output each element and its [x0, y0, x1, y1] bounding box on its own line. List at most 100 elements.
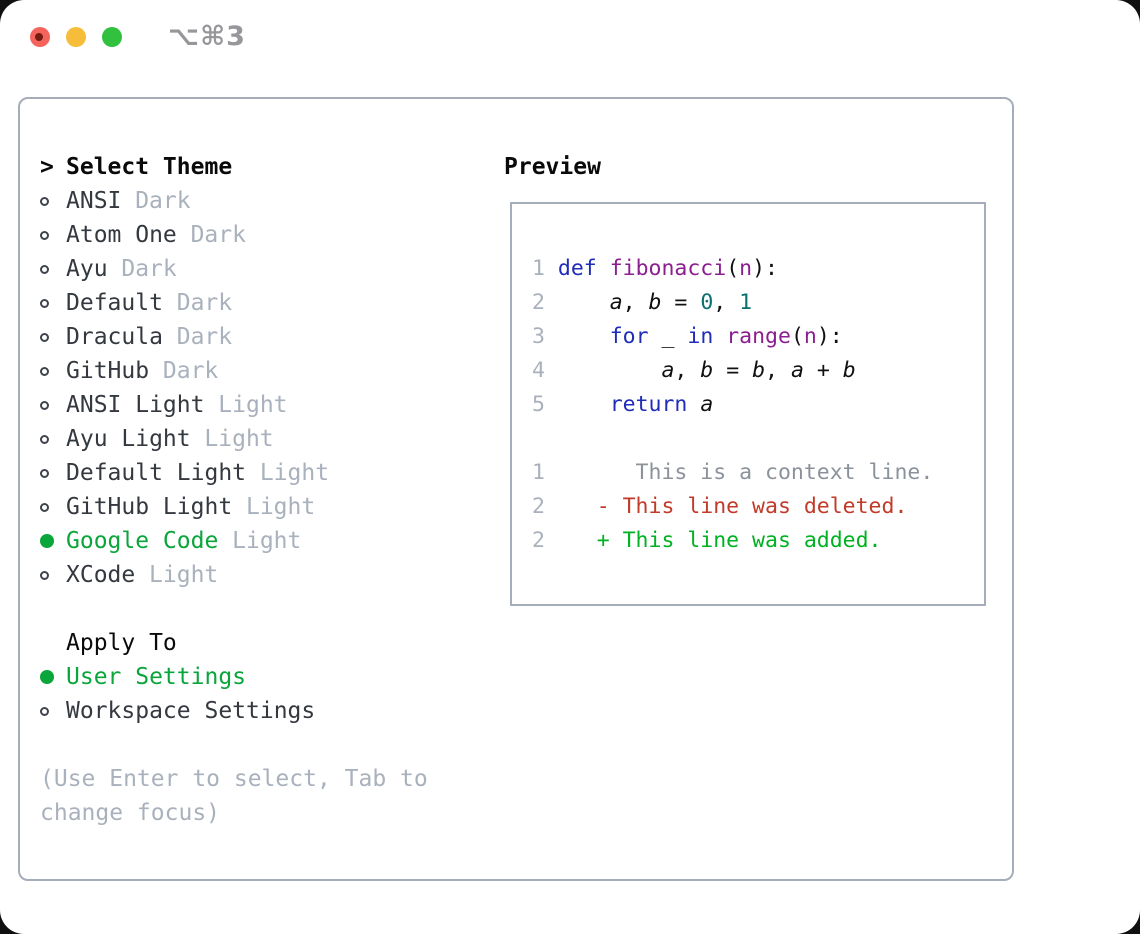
theme-option-github-dark[interactable]: GitHub Dark	[40, 354, 480, 388]
theme-variant-label: Light	[232, 528, 302, 554]
theme-option-label: Default Light	[66, 460, 247, 486]
theme-option-label: GitHub	[66, 358, 150, 384]
code-token: 5	[532, 392, 545, 417]
radio-unselected-icon	[40, 570, 49, 580]
radio-selected-icon	[40, 670, 54, 684]
radio-unselected-icon	[40, 196, 49, 206]
close-dot-icon	[35, 33, 43, 41]
code-token: _	[648, 324, 688, 349]
theme-variant-label: Light	[245, 494, 316, 520]
radio-cell	[40, 434, 66, 444]
theme-option-default-light-light[interactable]: Default Light Light	[40, 456, 480, 490]
code-token: 3	[532, 324, 545, 349]
radio-cell	[40, 400, 66, 410]
code-token: fibonacci	[609, 256, 727, 281]
code-token	[545, 324, 610, 349]
code-token: a	[661, 358, 675, 383]
code-token: ,	[622, 290, 649, 315]
code-line: 5 return a	[532, 388, 984, 422]
theme-option-label: XCode	[66, 562, 136, 588]
theme-variant-label: Dark	[135, 188, 191, 214]
radio-cell	[40, 502, 66, 512]
theme-variant-label: Light	[218, 392, 288, 418]
code-line: 2 - This line was deleted.	[532, 490, 984, 524]
apply-to-title: Apply To	[66, 630, 177, 656]
code-token: b	[842, 358, 856, 383]
code-token: def	[557, 256, 597, 281]
theme-variant-label: Light	[204, 426, 274, 452]
code-line: 1 This is a context line.	[532, 456, 984, 490]
theme-variant-label: Light	[259, 460, 330, 486]
code-token: b	[648, 290, 662, 315]
code-token: n	[803, 324, 817, 349]
theme-variant-label: Dark	[190, 222, 246, 248]
code-token: (	[726, 256, 740, 281]
radio-cell	[40, 230, 66, 240]
code-line	[532, 422, 984, 456]
code-token: return	[609, 392, 688, 417]
code-token: 2	[532, 290, 545, 315]
code-token	[545, 392, 610, 417]
spacer	[40, 592, 480, 626]
code-token: range	[726, 324, 791, 349]
code-token: 2	[532, 528, 545, 553]
code-token: b	[752, 358, 766, 383]
radio-cell	[40, 264, 66, 274]
radio-selected-icon	[40, 534, 54, 548]
radio-cell	[40, 468, 66, 478]
theme-variant-label: Dark	[162, 358, 219, 384]
select-theme-heading-row: > Select Theme	[40, 150, 480, 184]
code-token: =	[661, 290, 701, 315]
radio-unselected-icon	[40, 230, 49, 240]
code-token	[687, 392, 700, 417]
close-button[interactable]	[30, 27, 50, 47]
radio-unselected-icon	[40, 706, 49, 716]
code-token: 1	[532, 460, 545, 485]
apply-option-workspace-settings[interactable]: Workspace Settings	[40, 694, 480, 728]
code-token: ):	[752, 256, 778, 281]
theme-variant-label: Dark	[176, 324, 233, 350]
code-line: 4 a, b = b, a + b	[532, 354, 984, 388]
theme-variant-label: Dark	[176, 290, 233, 316]
radio-cell	[40, 570, 66, 580]
minimize-button[interactable]	[66, 27, 86, 47]
code-token: ,	[674, 358, 701, 383]
preview-title: Preview	[504, 154, 601, 180]
code-token: a	[700, 392, 714, 417]
radio-cell	[40, 706, 66, 716]
code-token	[545, 358, 662, 383]
code-token: - This line was deleted.	[544, 494, 908, 519]
apply-option-user-settings[interactable]: User Settings	[40, 660, 480, 694]
code-line: 1 def fibonacci(n):	[532, 252, 984, 286]
code-token: 4	[532, 358, 545, 383]
radio-unselected-icon	[40, 332, 49, 342]
titlebar: ⌥⌘3	[30, 23, 246, 50]
theme-option-default-dark[interactable]: Default Dark	[40, 286, 480, 320]
radio-cell	[40, 332, 66, 342]
zoom-button[interactable]	[102, 27, 122, 47]
radio-cell	[40, 196, 66, 206]
theme-option-label: Default	[66, 290, 163, 316]
code-token: =	[713, 358, 753, 383]
code-token: ):	[816, 324, 843, 349]
code-line: 2 a, b = 0, 1	[532, 286, 984, 320]
keyboard-hint-text: (Use Enter to select, Tab to change focu…	[40, 766, 428, 826]
code-line: 3 for _ in range(n):	[532, 320, 984, 354]
theme-option-label: Ayu	[66, 256, 108, 282]
